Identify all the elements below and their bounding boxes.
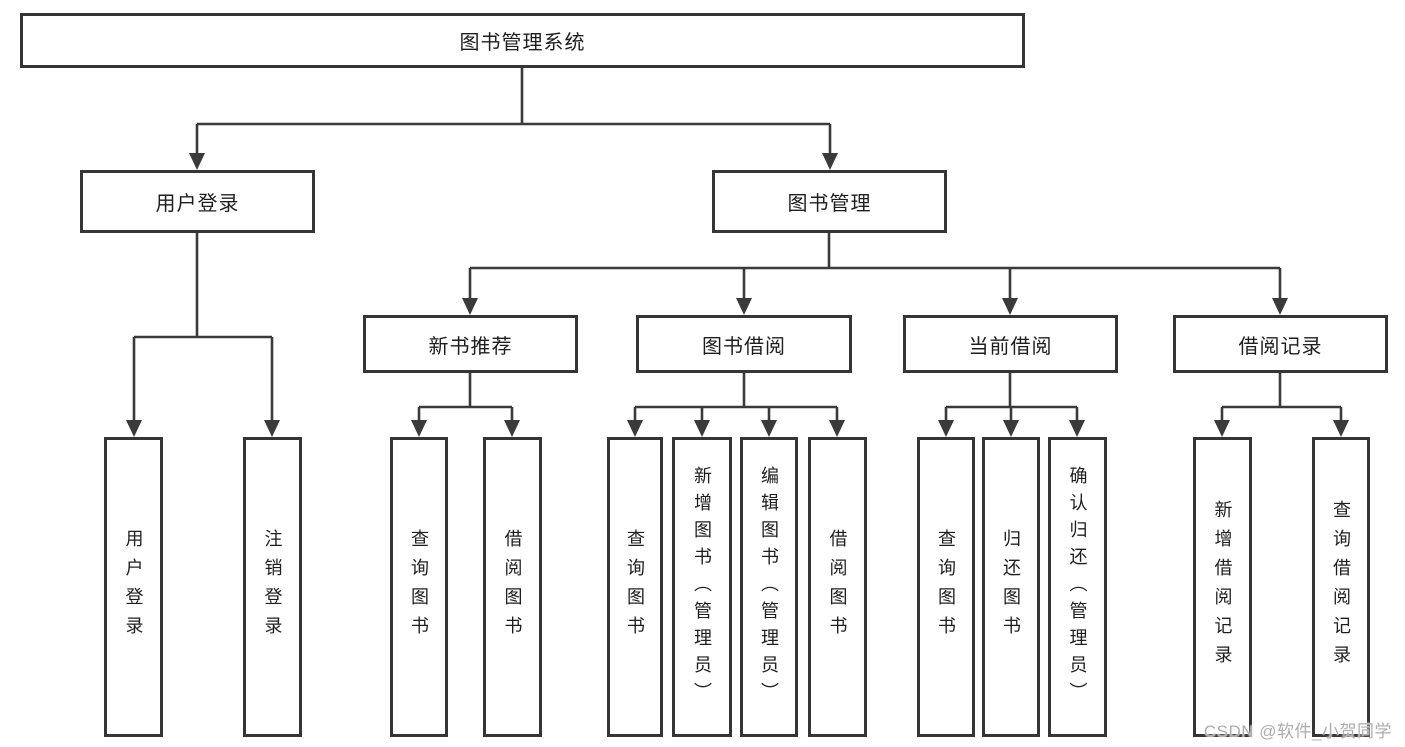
leaf-borrow-book-1-label: 借阅图书 bbox=[502, 529, 523, 645]
leaf-query-borrow-record: 查询借阅记录 bbox=[1312, 437, 1370, 737]
csdn-watermark: CSDN @软件_小贺同学 bbox=[1203, 722, 1392, 741]
node-user-login: 用户登录 bbox=[80, 170, 315, 233]
leaf-edit-book-admin-label: 编辑图书（管理员） bbox=[759, 465, 779, 709]
leaf-query-book-1: 查询图书 bbox=[390, 437, 448, 737]
node-root: 图书管理系统 bbox=[20, 13, 1025, 68]
leaf-confirm-return-admin: 确认归还（管理员） bbox=[1048, 437, 1107, 737]
leaf-borrow-book-2: 借阅图书 bbox=[808, 437, 867, 737]
leaf-confirm-return-admin-label: 确认归还（管理员） bbox=[1067, 465, 1088, 709]
leaf-logout-label: 注销登录 bbox=[262, 529, 283, 645]
node-book-borrow: 图书借阅 bbox=[636, 315, 852, 373]
node-book-management-label: 图书管理 bbox=[787, 193, 872, 215]
leaf-user-login-label: 用户登录 bbox=[123, 529, 144, 645]
node-borrow-record: 借阅记录 bbox=[1173, 315, 1388, 373]
node-new-book-recommend-label: 新书推荐 bbox=[428, 335, 513, 358]
leaf-query-borrow-record-label: 查询借阅记录 bbox=[1331, 500, 1351, 674]
leaf-return-book: 归还图书 bbox=[982, 437, 1040, 737]
leaf-query-book-3-label: 查询图书 bbox=[936, 529, 956, 645]
leaf-borrow-book-1: 借阅图书 bbox=[483, 437, 542, 737]
leaf-add-borrow-record-label: 新增借阅记录 bbox=[1212, 500, 1233, 674]
node-root-label: 图书管理系统 bbox=[459, 32, 586, 54]
node-borrow-record-label: 借阅记录 bbox=[1238, 335, 1323, 358]
leaf-add-book-admin: 新增图书（管理员） bbox=[672, 437, 732, 737]
leaf-query-book-3: 查询图书 bbox=[917, 437, 975, 737]
leaf-borrow-book-2-label: 借阅图书 bbox=[827, 529, 848, 645]
node-book-management: 图书管理 bbox=[712, 170, 947, 233]
node-user-login-label: 用户登录 bbox=[155, 193, 240, 215]
leaf-query-book-2: 查询图书 bbox=[607, 437, 663, 737]
leaf-edit-book-admin: 编辑图书（管理员） bbox=[740, 437, 798, 737]
leaf-query-book-1-label: 查询图书 bbox=[409, 529, 429, 645]
node-book-borrow-label: 图书借阅 bbox=[702, 335, 786, 358]
leaf-query-book-2-label: 查询图书 bbox=[625, 529, 645, 645]
leaf-user-login: 用户登录 bbox=[104, 437, 163, 737]
node-current-borrow-label: 当前借阅 bbox=[968, 335, 1053, 358]
node-new-book-recommend: 新书推荐 bbox=[363, 315, 578, 373]
leaf-logout: 注销登录 bbox=[243, 437, 302, 737]
leaf-add-borrow-record: 新增借阅记录 bbox=[1193, 437, 1252, 737]
leaf-add-book-admin-label: 新增图书（管理员） bbox=[692, 465, 712, 709]
node-current-borrow: 当前借阅 bbox=[903, 315, 1118, 373]
leaf-return-book-label: 归还图书 bbox=[1001, 529, 1021, 645]
